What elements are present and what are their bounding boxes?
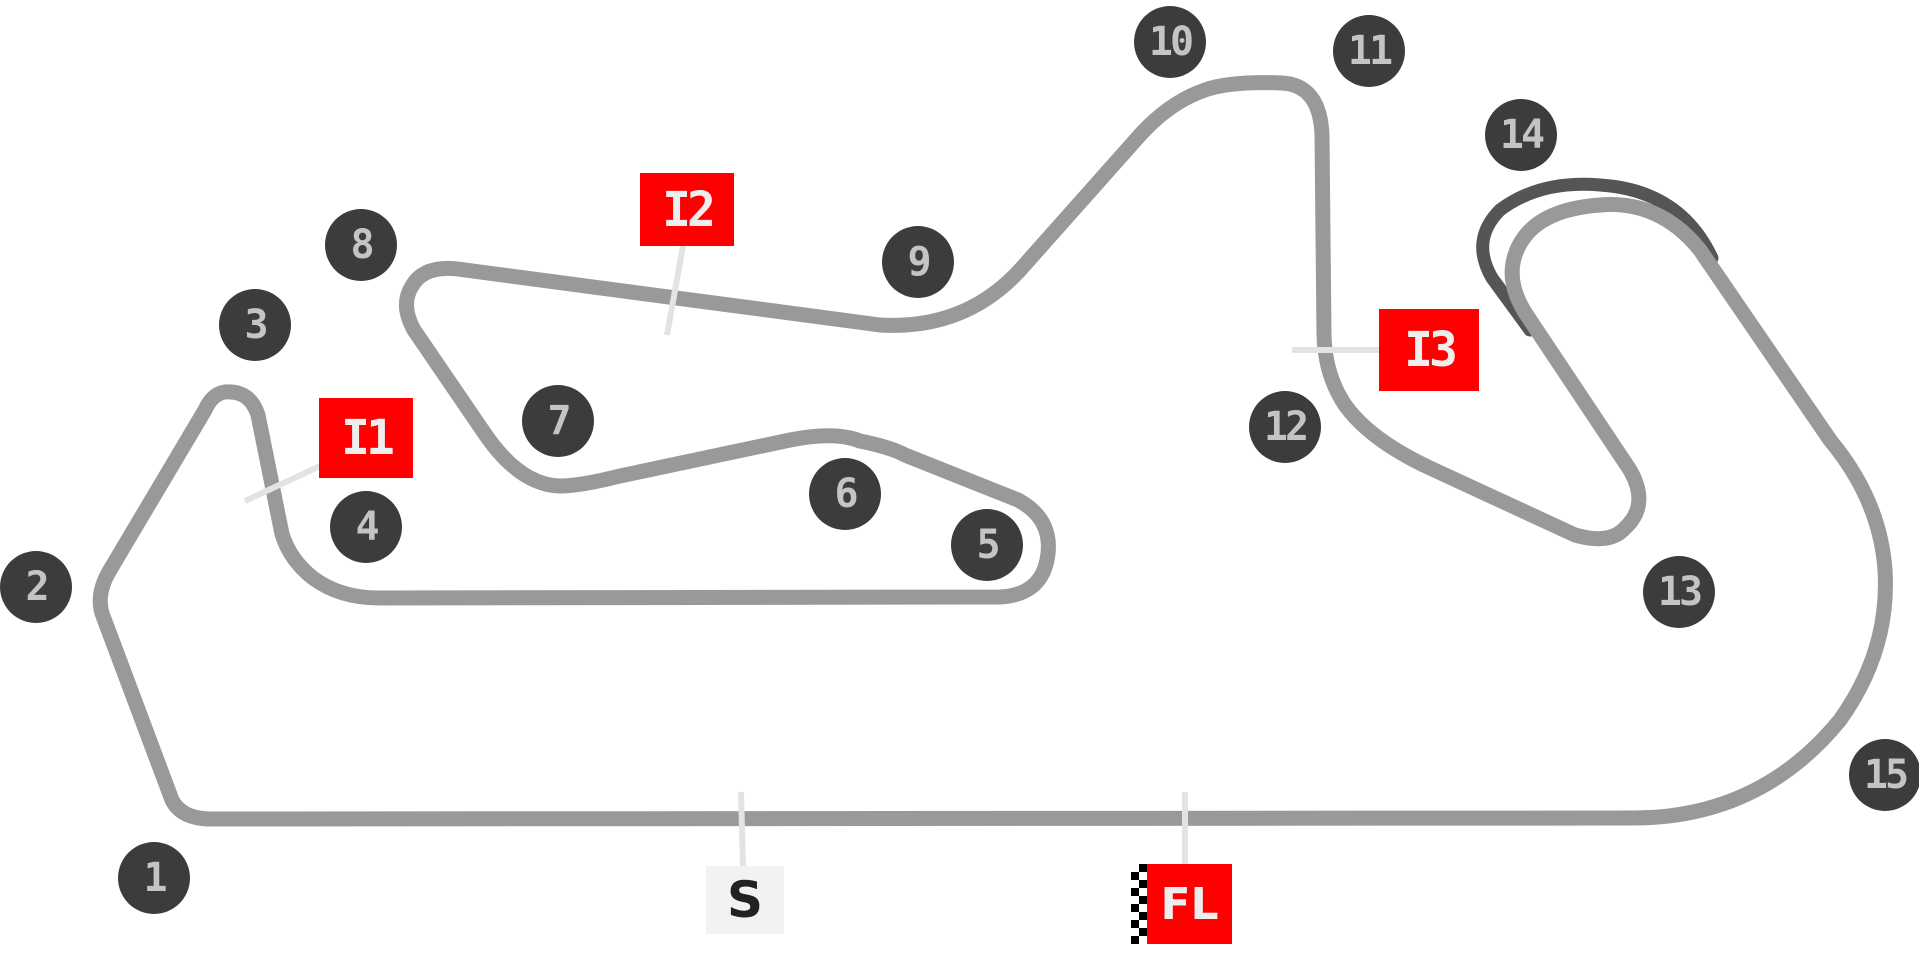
corner-marker-12: 12 — [1249, 391, 1321, 463]
corner-marker-10: 10 — [1134, 6, 1206, 78]
corner-number: 5 — [976, 522, 1000, 568]
corner-number: 7 — [547, 398, 571, 444]
finish-label: FL — [1160, 878, 1219, 930]
corner-number: 8 — [350, 222, 374, 268]
corner-marker-2: 2 — [0, 551, 72, 623]
corner-number: 15 — [1863, 752, 1909, 798]
sector-i2-label: I2 — [662, 181, 716, 238]
i1-marker-line — [243, 463, 322, 504]
sector-i3: I3 — [1379, 309, 1479, 391]
corner-number: 14 — [1499, 112, 1545, 158]
sector-i1-label: I1 — [341, 410, 395, 466]
corner-number: 9 — [907, 239, 931, 285]
start-marker-line — [738, 791, 746, 867]
i2-marker-line — [664, 245, 686, 336]
circuit-path — [92, 75, 1893, 827]
sector-i2: I2 — [640, 173, 734, 246]
corner-marker-11: 11 — [1333, 15, 1405, 87]
corner-marker-7: 7 — [522, 385, 594, 457]
sector-i3-label: I3 — [1404, 322, 1458, 378]
corner-number: 4 — [355, 504, 379, 550]
corner-number: 10 — [1148, 19, 1194, 65]
corner-marker-1: 1 — [118, 842, 190, 914]
corner-number: 3 — [244, 302, 268, 348]
corner-number: 13 — [1657, 569, 1703, 615]
corner-marker-6: 6 — [809, 458, 881, 530]
sector-i1: I1 — [319, 398, 413, 478]
start-marker: S — [706, 866, 784, 934]
corner-marker-4: 4 — [330, 491, 402, 563]
corner-marker-13: 13 — [1643, 556, 1715, 628]
corner-marker-14: 14 — [1485, 99, 1557, 171]
corner-marker-8: 8 — [325, 209, 397, 281]
pit-lane — [1476, 177, 1719, 337]
checkered-flag-icon — [1131, 864, 1147, 944]
corner-number: 1 — [143, 855, 167, 901]
corner-number: 2 — [25, 564, 49, 610]
corner-number: 12 — [1263, 404, 1309, 450]
start-label: S — [726, 871, 763, 929]
corner-marker-5: 5 — [951, 509, 1023, 581]
corner-marker-3: 3 — [219, 289, 291, 361]
corner-marker-9: 9 — [882, 226, 954, 298]
corner-number: 6 — [834, 471, 858, 517]
corner-number: 11 — [1347, 28, 1393, 74]
corner-marker-15: 15 — [1849, 739, 1919, 811]
finish-line-marker: FL — [1131, 864, 1232, 944]
